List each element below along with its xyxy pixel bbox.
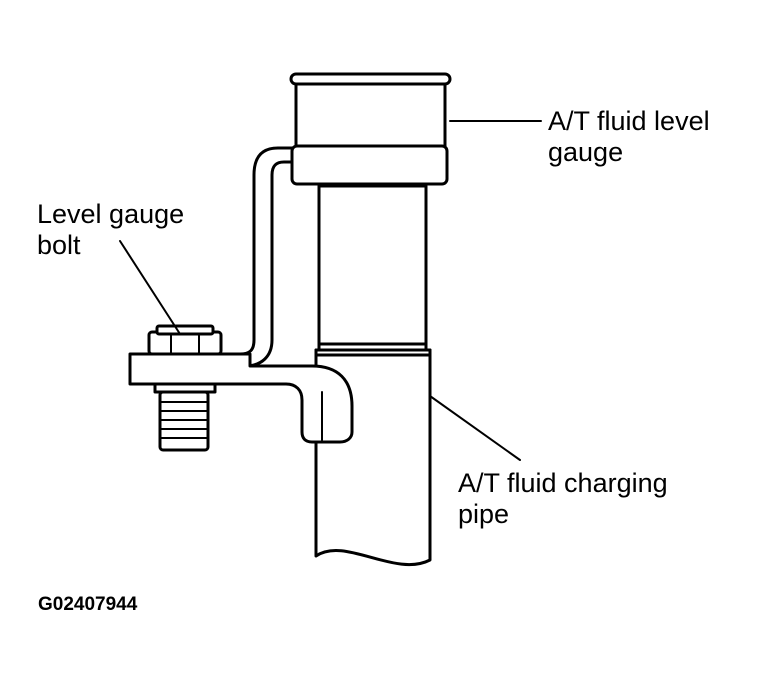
level-gauge-bolt <box>147 324 223 452</box>
bolt-leader-line <box>119 240 181 335</box>
bracket-plate <box>128 352 354 444</box>
fluid-level-gauge-cap <box>289 72 452 186</box>
gauge-label: A/T fluid level gauge <box>548 106 710 168</box>
bolt-label-line1: Level gauge <box>37 199 185 229</box>
gauge-label-line1: A/T fluid level <box>548 106 710 136</box>
pipe-leader-line <box>429 395 521 461</box>
gauge-tube <box>317 184 428 352</box>
bolt-label: Level gauge bolt <box>37 199 184 261</box>
figure-code: G02407944 <box>38 594 138 615</box>
gauge-label-line2: gauge <box>548 137 624 167</box>
leader-lines <box>119 120 542 461</box>
bolt-label-line2: bolt <box>37 230 81 260</box>
pipe-label-line1: A/T fluid charging <box>458 468 668 498</box>
pipe-label: A/T fluid charging pipe <box>458 468 668 530</box>
pipe-label-line2: pipe <box>458 499 510 529</box>
